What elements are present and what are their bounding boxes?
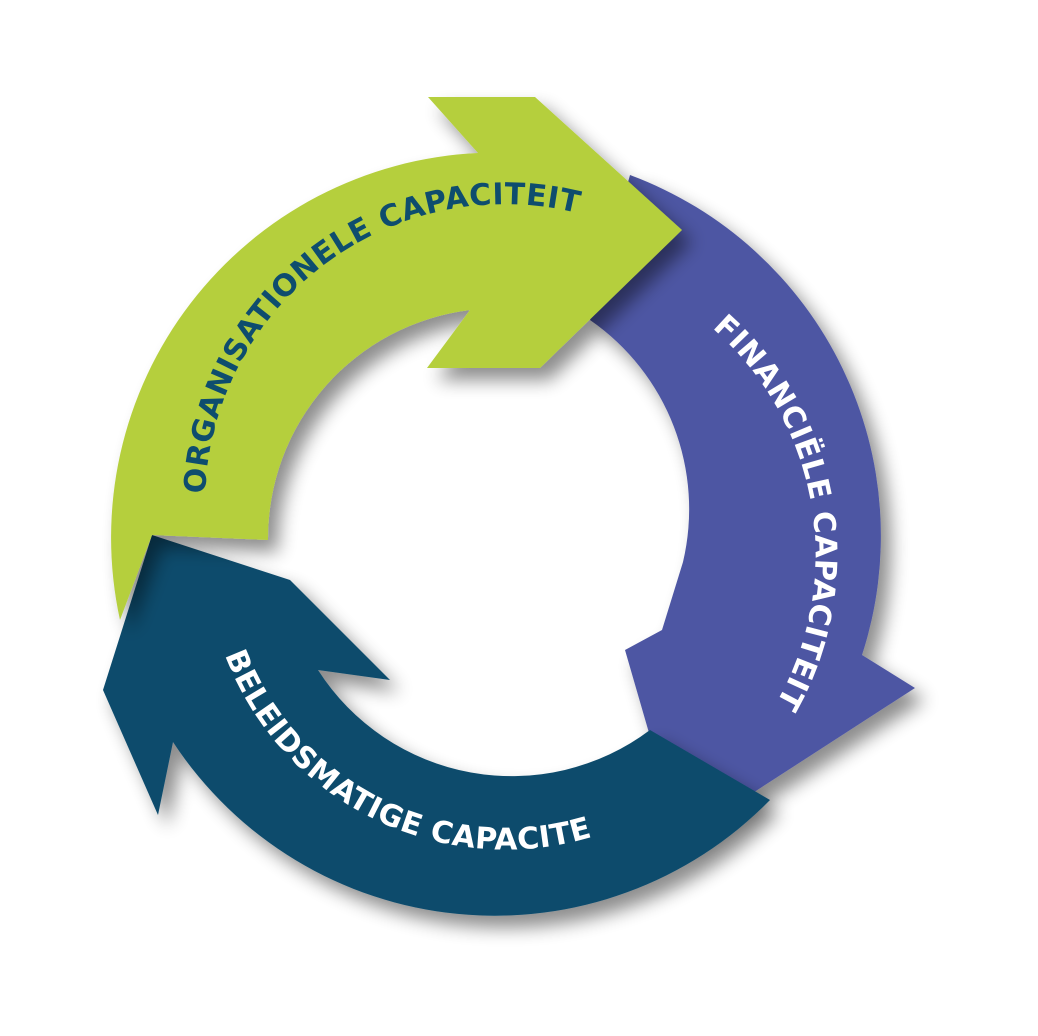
organisational-capacity-segment	[111, 97, 682, 620]
organisational-arrow	[111, 97, 682, 620]
policy-capacity-segment	[103, 535, 770, 916]
financial-arrow	[590, 175, 915, 840]
policy-arrow	[103, 535, 770, 916]
financial-capacity-segment	[590, 175, 915, 840]
